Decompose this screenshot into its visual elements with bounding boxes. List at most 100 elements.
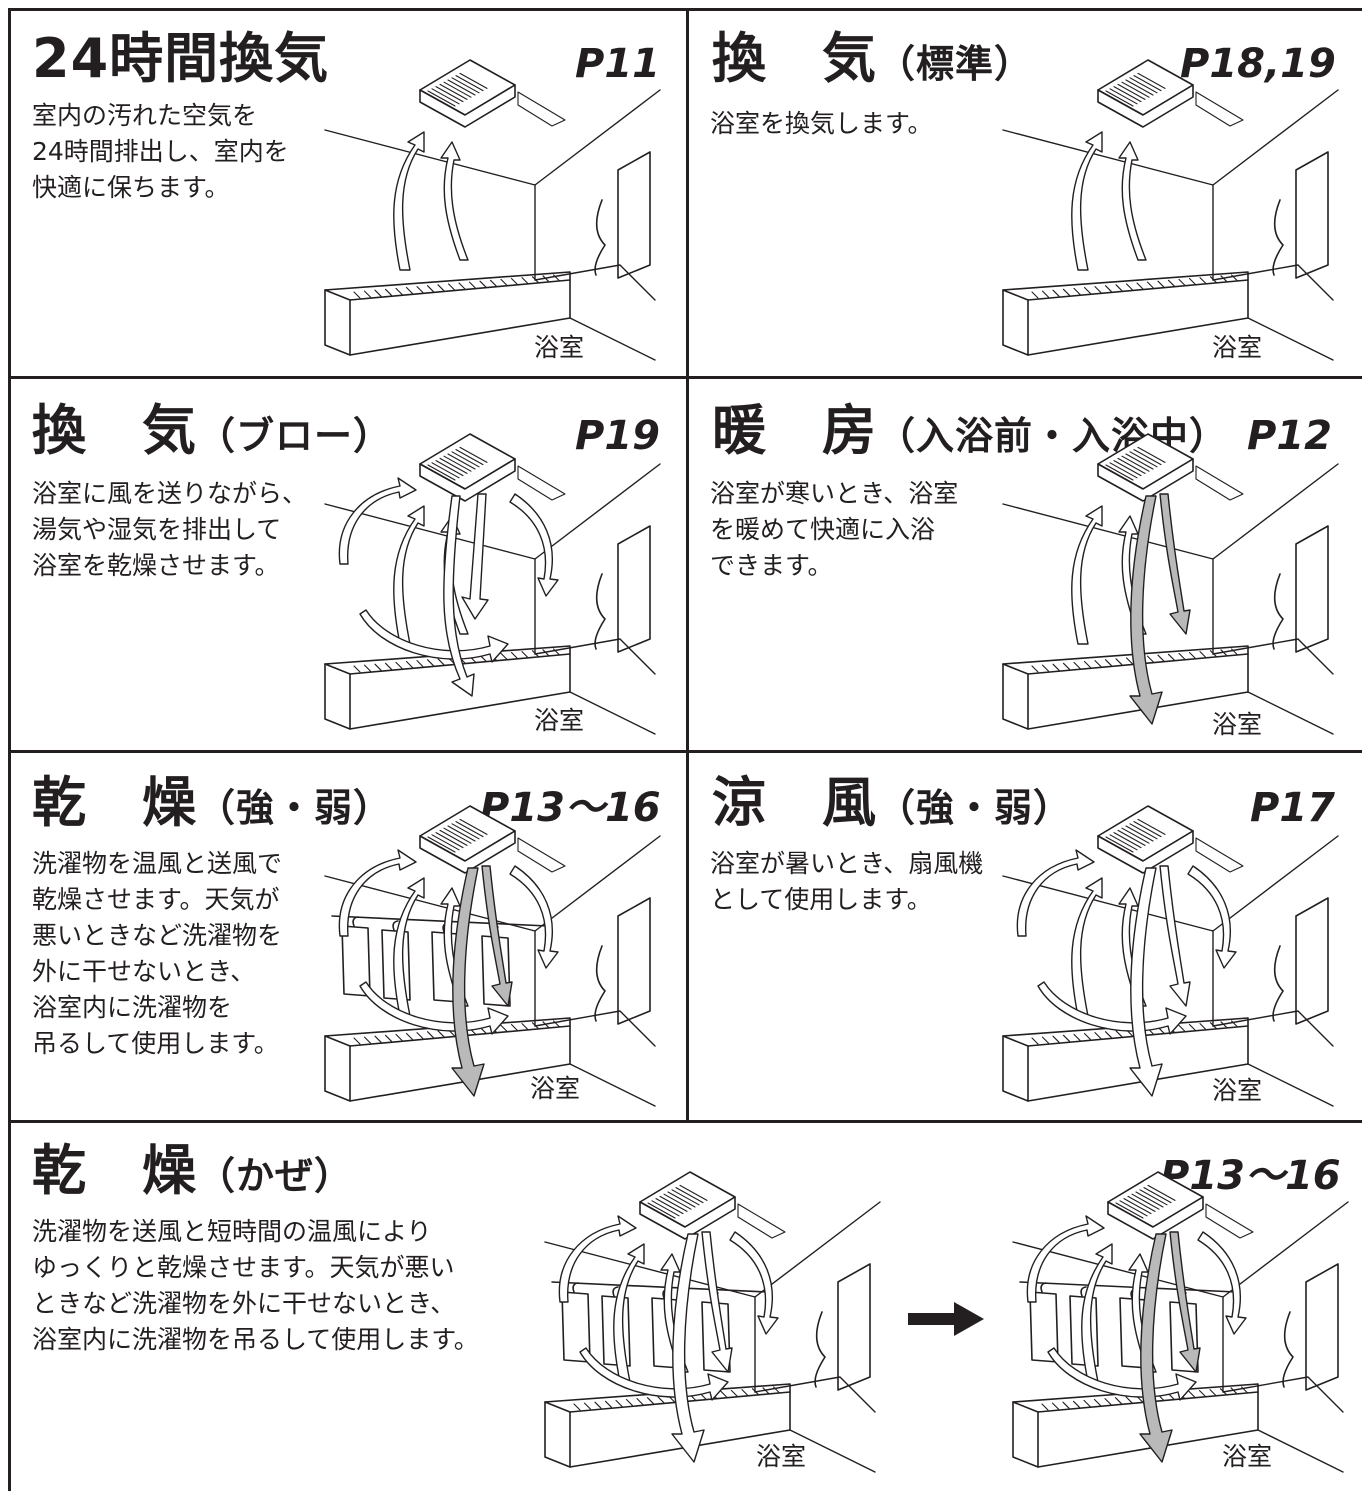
fan-grille: [443, 81, 472, 98]
floor-line: [569, 691, 656, 735]
airflow-arrow-icon: [1037, 981, 1187, 1035]
curtain-line: [594, 573, 606, 650]
tub-cover-slat: [1083, 286, 1092, 295]
tub-cover-slat: [751, 1388, 760, 1396]
tub-cover-slat: [646, 1397, 655, 1405]
tub-cover-slat: [416, 660, 424, 668]
fan-grille: [451, 77, 480, 94]
tub-cover-slat: [416, 1032, 424, 1040]
bathtub-edge: [1012, 1401, 1039, 1468]
tub-cover-slat: [1031, 665, 1039, 673]
fan-grille: [663, 1193, 692, 1210]
airflow-arrow-icon: [359, 609, 509, 663]
tub-cover-slat: [1094, 660, 1102, 668]
tub-cover-slat: [531, 650, 540, 658]
tub-cover-slat: [594, 1401, 602, 1409]
tub-cover-slat: [1188, 1390, 1196, 1398]
window-icon: [1305, 1263, 1339, 1391]
airflow-arrow-icon: [701, 1231, 733, 1373]
window-icon: [617, 897, 651, 1025]
fan-unit-side: [419, 830, 516, 874]
panel-title: 涼 風（強・弱）: [712, 771, 1073, 834]
page-reference: P17: [1250, 785, 1335, 831]
airflow-arrow-icon: [1169, 1231, 1201, 1373]
tub-cover-slat: [521, 1023, 529, 1031]
tub-cover-slat: [1146, 281, 1155, 289]
bathtub-edge: [1002, 1035, 1029, 1102]
tub-cover-slat: [1220, 275, 1228, 283]
bathtub-icon: [1002, 645, 1249, 730]
floor-line: [534, 264, 656, 301]
tub-cover-slat: [447, 283, 456, 291]
fan-grille: [655, 1198, 684, 1215]
tub-cover-slat: [1178, 278, 1186, 286]
tub-cover-slat: [1062, 662, 1071, 670]
tub-cover-slat: [1230, 274, 1239, 282]
fan-grille: [1125, 453, 1154, 470]
curtain-line: [1272, 945, 1284, 1022]
airflow-arrow-icon: [558, 1215, 637, 1303]
room-caption: 浴室: [1212, 333, 1263, 362]
bathtub-edge: [324, 1035, 351, 1102]
bathroom-illustration: [1002, 433, 1339, 735]
tub-cover-slat: [521, 277, 529, 285]
airflow-arrow-icon: [359, 981, 509, 1035]
tub-cover-slat: [395, 661, 403, 669]
page-reference: P13～16: [480, 785, 661, 831]
fan-grille: [675, 1187, 704, 1204]
floor-line: [1222, 1376, 1344, 1413]
airflow-arrow-icon: [579, 1347, 729, 1401]
tub-cover-slat: [374, 663, 382, 671]
fan-grille: [651, 1200, 680, 1217]
tub-cover-slat: [531, 1022, 540, 1030]
fan-grille: [1113, 832, 1142, 849]
room-caption: 浴室: [534, 333, 585, 362]
fan-grille: [1133, 75, 1162, 92]
floor-line: [789, 1429, 876, 1473]
airflow-arrow-icon: [613, 1243, 645, 1383]
tub-cover-slat: [1115, 1030, 1123, 1038]
tub-cover-slat: [1104, 1031, 1113, 1039]
airflow-arrow-icon: [1016, 849, 1095, 937]
airflow-arrow-icon: [393, 505, 425, 645]
panel-description: 室内の汚れた空気を 24時間排出し、室内を 快適に保ちます。: [32, 101, 289, 202]
tub-cover-slat: [615, 1399, 623, 1407]
fan-grille: [451, 823, 480, 840]
airflow-arrow-icon: [440, 141, 469, 261]
tub-cover-slat: [741, 1389, 749, 1397]
bathtub-edge: [544, 1401, 571, 1468]
hanger-hook: [392, 920, 399, 931]
tub-cover-slat: [1094, 1032, 1102, 1040]
tub-cover-slat: [363, 664, 372, 672]
tub-cover-slat: [384, 288, 393, 296]
fan-grille: [1137, 818, 1166, 835]
room-caption: 浴室: [1222, 1442, 1273, 1471]
airflow-arrow-icon: [338, 849, 417, 937]
tub-cover-slat: [1209, 1022, 1218, 1030]
airflow-arrow-icon: [393, 131, 425, 271]
floor-line: [1212, 264, 1334, 301]
tub-cover-slat: [1073, 287, 1081, 295]
tub-cover-slat: [1041, 1036, 1050, 1044]
airflow-arrow-icon: [461, 493, 489, 620]
fan-grille: [1147, 1184, 1176, 1201]
tub-cover-slat: [1041, 290, 1050, 298]
floor-line: [1212, 638, 1334, 675]
tub-cover-slat: [1157, 654, 1165, 662]
duct-arrow: [1195, 91, 1244, 127]
fan-grille: [431, 834, 460, 851]
tub-cover-slat: [542, 649, 550, 657]
tub-cover-slat: [405, 1032, 414, 1041]
fan-grille: [647, 1202, 676, 1219]
tub-cover-slat: [1209, 1389, 1217, 1397]
tub-cover-slat: [353, 291, 361, 299]
tub-cover-slat: [573, 1403, 581, 1411]
fan-unit-side: [419, 84, 516, 128]
tub-cover-slat: [1094, 286, 1102, 294]
tub-cover-slat: [416, 286, 424, 294]
airflow-arrow-icon: [1047, 1347, 1197, 1401]
duct-arrow: [1205, 1203, 1254, 1239]
bathtub-edge: [349, 279, 571, 301]
duct-arrow: [1195, 837, 1244, 873]
tub-cover-slat: [1199, 277, 1207, 285]
